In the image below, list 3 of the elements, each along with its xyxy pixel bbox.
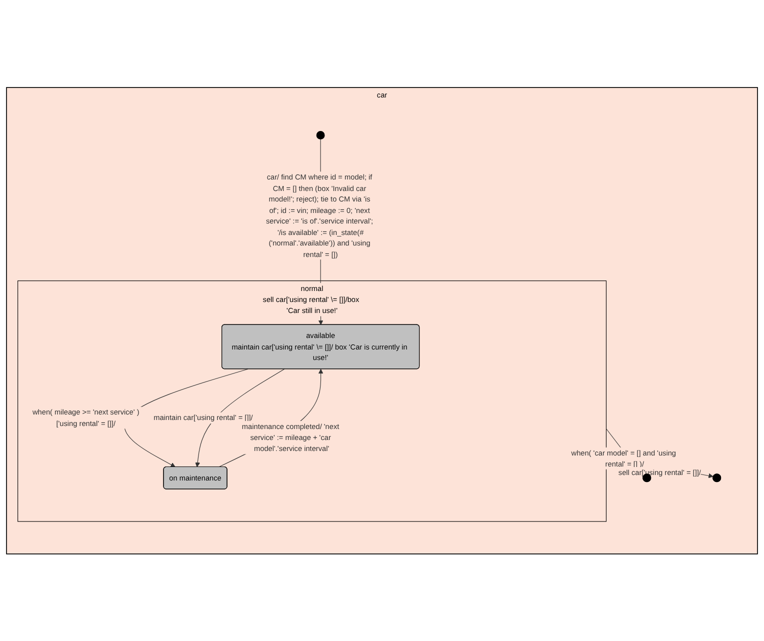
cluster bbox=[18, 280, 607, 522]
arrow bbox=[195, 368, 285, 468]
node-circle bbox=[316, 130, 325, 140]
